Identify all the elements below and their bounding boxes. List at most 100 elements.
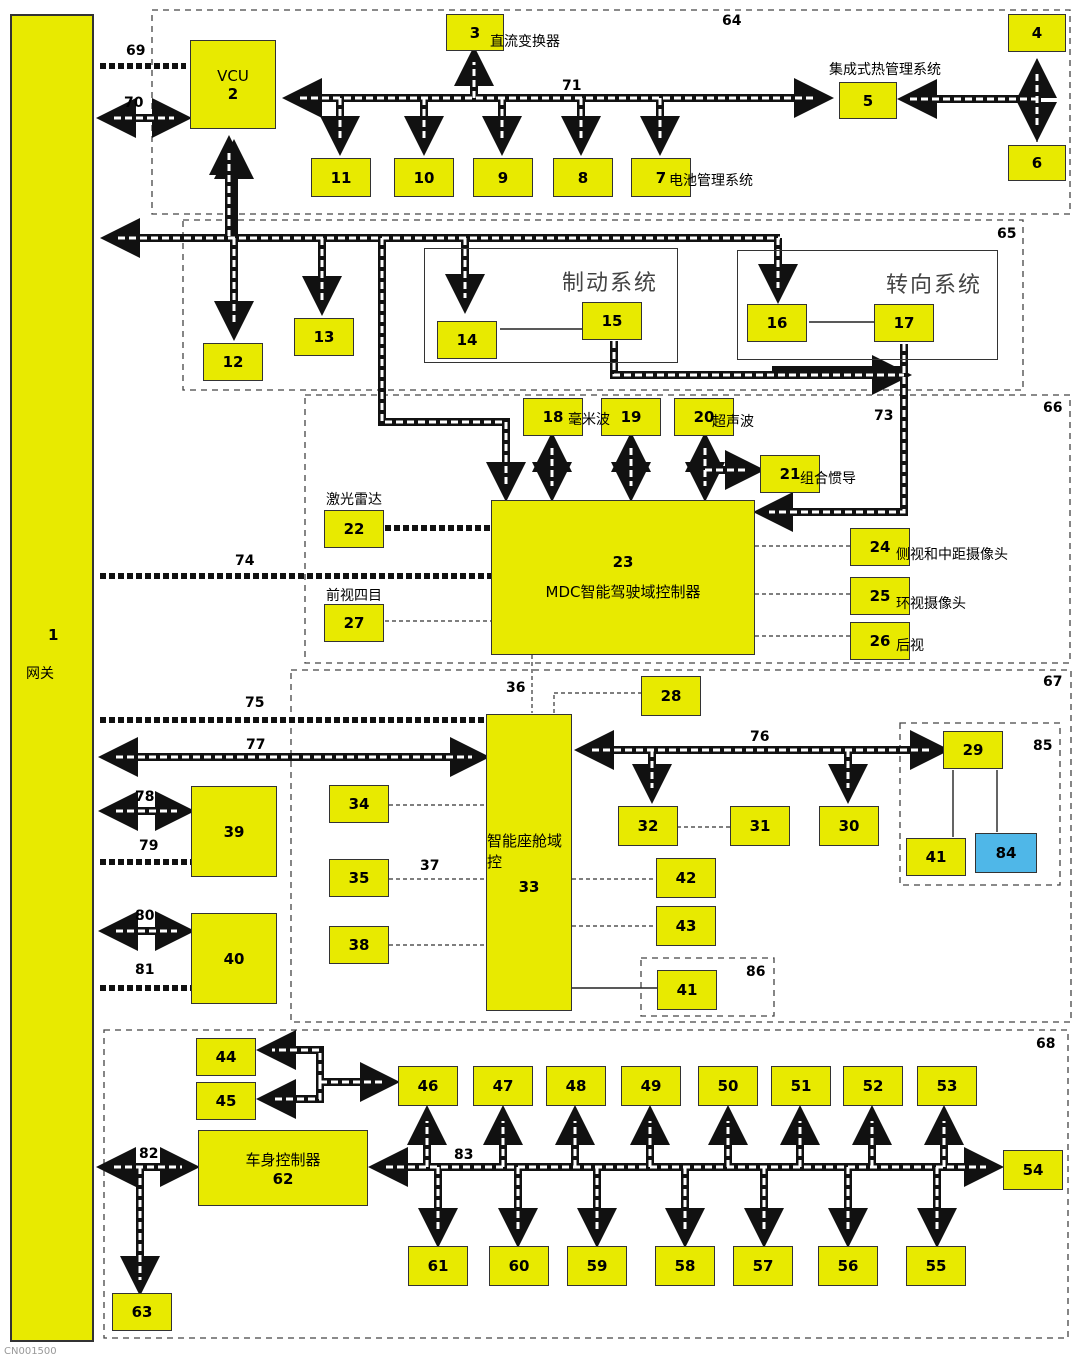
box-42[interactable]: 42	[656, 858, 716, 898]
imu-label: 组合惯导	[800, 471, 856, 487]
box-38[interactable]: 38	[329, 926, 389, 964]
box-40[interactable]: 40	[191, 913, 277, 1004]
box-3[interactable]: 3	[446, 14, 504, 51]
ref-65: 65	[997, 226, 1017, 242]
box-27[interactable]: 27	[324, 604, 384, 642]
gateway-module[interactable]: 1 网关	[10, 14, 94, 1342]
box-28[interactable]: 28	[641, 676, 701, 716]
mdc-controller[interactable]: 23 MDC智能驾驶域控制器	[491, 500, 755, 655]
box-59[interactable]: 59	[567, 1246, 627, 1286]
box-35[interactable]: 35	[329, 859, 389, 897]
vcu-module[interactable]: VCU 2	[190, 40, 276, 129]
mdc-number: 23	[612, 553, 634, 571]
box-54[interactable]: 54	[1003, 1150, 1063, 1190]
box-53[interactable]: 53	[917, 1066, 977, 1106]
box-15[interactable]: 15	[582, 302, 642, 340]
thermal-label: 集成式热管理系统	[829, 62, 941, 78]
box-56[interactable]: 56	[818, 1246, 878, 1286]
ref-77: 77	[246, 737, 266, 753]
box-39[interactable]: 39	[191, 786, 277, 877]
box-46[interactable]: 46	[398, 1066, 458, 1106]
dashed-links	[385, 545, 851, 946]
box-25[interactable]: 25	[850, 577, 910, 615]
box-50[interactable]: 50	[698, 1066, 758, 1106]
box-84[interactable]: 84	[975, 833, 1037, 873]
box-24[interactable]: 24	[850, 528, 910, 566]
ref-67: 67	[1043, 674, 1063, 690]
box-45[interactable]: 45	[196, 1082, 256, 1120]
box-14[interactable]: 14	[437, 321, 497, 359]
box-22[interactable]: 22	[324, 510, 384, 548]
box-58[interactable]: 58	[655, 1246, 715, 1286]
box-13[interactable]: 13	[294, 318, 354, 356]
box-19[interactable]: 19	[601, 398, 661, 436]
box-52[interactable]: 52	[843, 1066, 903, 1106]
box-21[interactable]: 21	[760, 455, 820, 493]
box-55[interactable]: 55	[906, 1246, 966, 1286]
box-10[interactable]: 10	[394, 158, 454, 197]
box-57[interactable]: 57	[733, 1246, 793, 1286]
box-41-a[interactable]: 41	[906, 838, 966, 876]
box-61[interactable]: 61	[408, 1246, 468, 1286]
box-11[interactable]: 11	[311, 158, 371, 197]
lidar-label: 激光雷达	[326, 492, 382, 508]
ref-37: 37	[420, 858, 440, 874]
ref-82: 82	[139, 1146, 159, 1162]
ref-71: 71	[562, 78, 582, 94]
steering-system-label: 转向系统	[886, 273, 983, 298]
ref-76: 76	[750, 729, 770, 745]
box-51[interactable]: 51	[771, 1066, 831, 1106]
steering-system-frame	[737, 250, 998, 360]
box-30[interactable]: 30	[819, 806, 879, 846]
ref-68: 68	[1036, 1036, 1056, 1052]
brake-system-frame	[424, 248, 678, 363]
gateway-number: 1	[48, 626, 59, 644]
rear-camera-label: 后视	[896, 638, 924, 654]
surround-camera-label: 环视摄像头	[896, 596, 966, 612]
ref-70: 70	[124, 95, 144, 111]
box-18[interactable]: 18	[523, 398, 583, 436]
box-43[interactable]: 43	[656, 906, 716, 946]
domain-frame-86	[640, 957, 775, 1017]
ref-75: 75	[245, 695, 265, 711]
box-17[interactable]: 17	[874, 304, 934, 342]
box-32[interactable]: 32	[618, 806, 678, 846]
ref-74: 74	[235, 553, 255, 569]
box-16[interactable]: 16	[747, 304, 807, 342]
box-47[interactable]: 47	[473, 1066, 533, 1106]
ultrasonic-label: 超声波	[712, 414, 754, 430]
box-29[interactable]: 29	[943, 731, 1003, 769]
cockpit-controller[interactable]: 智能座舱域控 33	[486, 714, 572, 1011]
box-12[interactable]: 12	[203, 343, 263, 381]
box-41-b[interactable]: 41	[657, 970, 717, 1010]
bcm-number: 62	[272, 1169, 294, 1188]
box-20[interactable]: 20	[674, 398, 734, 436]
box-63[interactable]: 63	[112, 1293, 172, 1331]
ref-85: 85	[1033, 738, 1053, 754]
dcdc-label: 直流变换器	[490, 34, 560, 50]
box-26[interactable]: 26	[850, 622, 910, 660]
mdc-name: MDC智能驾驶域控制器	[545, 583, 701, 601]
body-controller[interactable]: 车身控制器 62	[198, 1130, 368, 1206]
box-5[interactable]: 5	[839, 82, 897, 119]
box-6[interactable]: 6	[1008, 145, 1066, 181]
box-4[interactable]: 4	[1008, 14, 1066, 52]
figure-code: CN001500	[4, 1346, 57, 1357]
box-48[interactable]: 48	[546, 1066, 606, 1106]
domain-frame-67	[290, 669, 1072, 1023]
vcu-number: 2	[227, 84, 239, 103]
box-60[interactable]: 60	[489, 1246, 549, 1286]
cockpit-name: 智能座舱域控	[487, 831, 563, 871]
box-44[interactable]: 44	[196, 1038, 256, 1076]
box-7[interactable]: 7	[631, 158, 691, 197]
dotted-links	[100, 63, 491, 991]
ref-83: 83	[454, 1147, 474, 1163]
gateway-name: 网关	[26, 666, 54, 682]
box-9[interactable]: 9	[473, 158, 533, 197]
box-49[interactable]: 49	[621, 1066, 681, 1106]
box-34[interactable]: 34	[329, 785, 389, 823]
box-8[interactable]: 8	[553, 158, 613, 197]
box-31[interactable]: 31	[730, 806, 790, 846]
ref-86: 86	[746, 964, 766, 980]
mmwave-label: 毫米波	[568, 412, 610, 428]
